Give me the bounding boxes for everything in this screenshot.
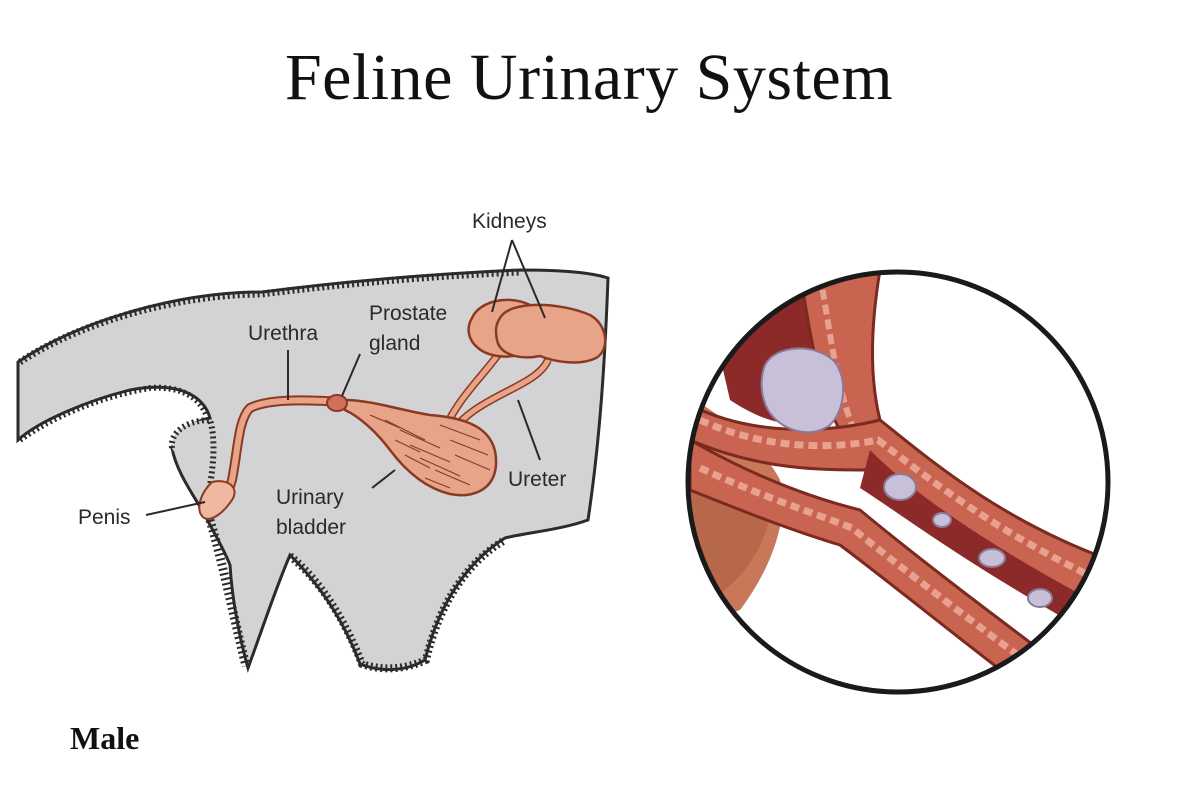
kidneys-leader <box>491 239 546 319</box>
bladder-stone-large <box>760 347 845 434</box>
bladder-leader <box>371 469 396 489</box>
inset-wall-stripe-bottom <box>698 464 1068 692</box>
cat-body <box>16 268 610 673</box>
urethral-stone-1 <box>883 473 917 501</box>
bladder-texture <box>369 414 491 489</box>
penis-leader <box>145 501 206 516</box>
inset-border <box>685 269 1111 695</box>
label-prostate: Prostate <box>369 302 447 325</box>
prostate-gland <box>326 394 348 412</box>
label-urinary: Urinary <box>276 486 344 509</box>
urethral-stone-4 <box>1027 588 1053 608</box>
label-penis: Penis <box>78 506 131 529</box>
ureter-leader <box>517 399 541 461</box>
inset-urethra-lumen <box>860 450 1100 630</box>
label-ureter: Ureter <box>508 468 566 491</box>
inset-upper-tube-stripe <box>817 274 855 427</box>
urethral-stone-2 <box>932 512 952 528</box>
magnified-inset <box>685 269 1111 695</box>
label-bladder: bladder <box>276 516 346 539</box>
page-title: Feline Urinary System <box>284 41 894 114</box>
leader-lines <box>145 239 546 516</box>
inset-wall-stripe-top <box>698 416 1108 589</box>
organs <box>198 298 607 520</box>
kidney-front <box>494 303 607 364</box>
fur-leg-left <box>205 518 251 668</box>
urethral-stone-3 <box>978 548 1006 568</box>
label-gland: gland <box>369 332 420 355</box>
prostate-leader <box>341 353 361 397</box>
label-urethra: Urethra <box>248 322 318 345</box>
fur-haunch <box>168 416 217 506</box>
label-kidneys: Kidneys <box>472 210 547 233</box>
sex-label: Male <box>70 720 140 756</box>
urinary-bladder <box>343 398 498 497</box>
